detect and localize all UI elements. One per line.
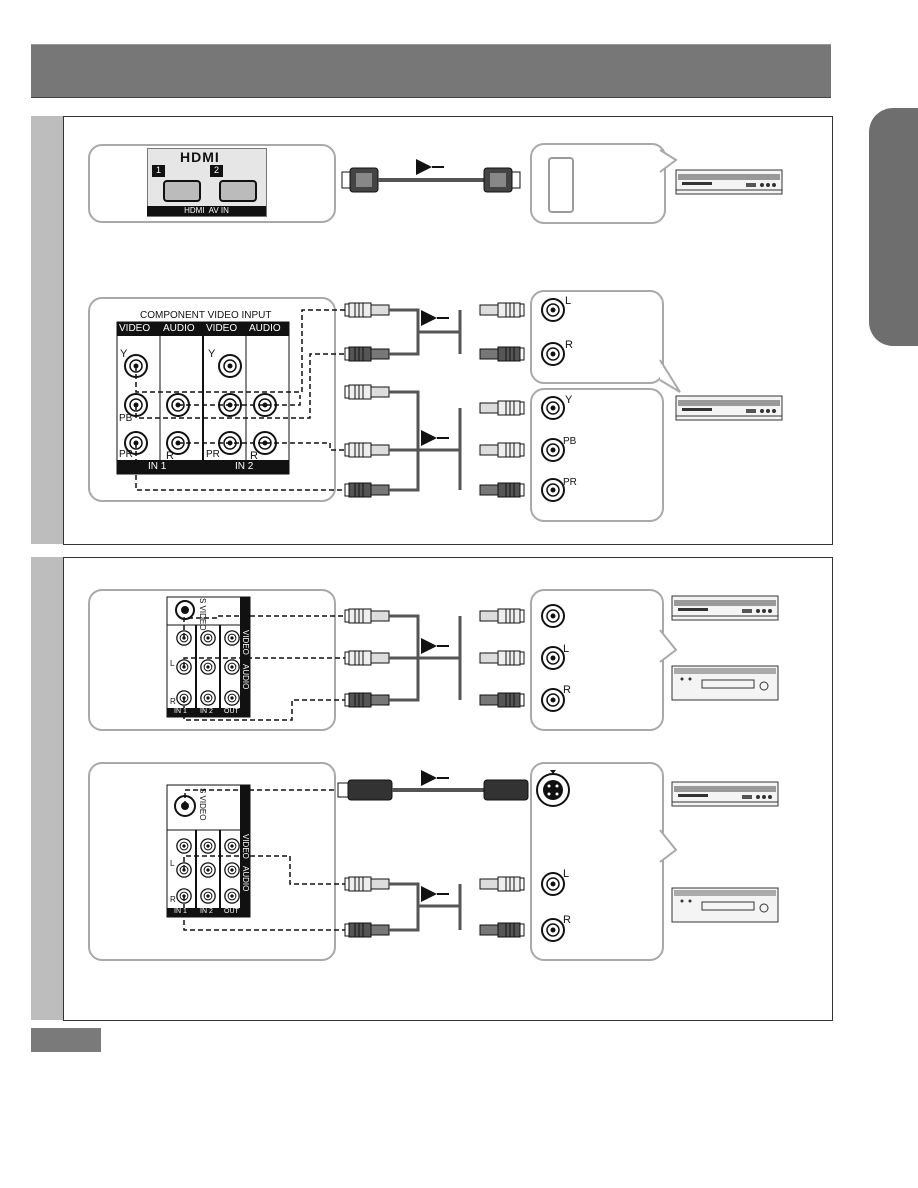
svideo-panel-label: S VIDEO — [198, 598, 207, 631]
hdmi-cable — [341, 167, 521, 193]
svideo-panel-label-2: S VIDEO — [198, 788, 207, 821]
av-out-label: OUT — [224, 708, 239, 715]
svideo-device-l-label: L — [563, 868, 570, 880]
vcr-icon — [671, 665, 779, 701]
hdmi-panel-label: HDMI AV IN — [147, 206, 266, 216]
hdmi-logo: HDMI — [180, 149, 220, 165]
video-panel-label: VIDEO — [241, 630, 250, 655]
device-pb-label: PB — [563, 436, 577, 447]
hdmi-port2 — [219, 180, 257, 202]
vcr-icon — [671, 887, 779, 923]
composite-device-l-label: L — [563, 643, 570, 655]
hdmi-port2-number: 2 — [210, 165, 223, 177]
component-in1-label: IN 1 — [148, 461, 167, 472]
component-pr2-label: PR — [206, 449, 220, 460]
section1-strip — [31, 116, 63, 544]
device-y-label: Y — [565, 394, 573, 406]
video-panel-label-2: VIDEO — [241, 834, 250, 859]
device-audio-l-label: L — [565, 295, 572, 307]
dvd-player-icon — [671, 595, 779, 621]
note-tab — [31, 1028, 101, 1052]
av-out-label-2: OUT — [224, 908, 239, 915]
component-heading: COMPONENT VIDEO INPUT — [140, 310, 272, 321]
component-r2-label: R — [250, 450, 258, 462]
av-in1-label-2: IN 1 — [174, 908, 187, 915]
component-col-audio2: AUDIO — [249, 323, 281, 334]
component-y2-label: Y — [208, 348, 216, 360]
component-col-audio1: AUDIO — [163, 323, 195, 334]
av-in2-label-2: IN 2 — [200, 908, 213, 915]
av-in2-label: IN 2 — [200, 708, 213, 715]
device-audio-r-label: R — [565, 339, 573, 351]
component-col-video2: VIDEO — [206, 323, 238, 334]
av-panel-composite — [166, 596, 251, 718]
av-in1-label: IN 1 — [174, 708, 187, 715]
hdmi-device-box — [530, 143, 666, 224]
component-col-video1: VIDEO — [119, 323, 151, 334]
dvd-player-icon — [675, 169, 783, 195]
composite-device-r-label: R — [563, 684, 571, 696]
audio-panel-label-2: AUDIO — [241, 866, 250, 892]
section2-strip — [31, 557, 63, 1020]
av-l-label: L — [170, 659, 175, 668]
av-r-label: R — [170, 697, 176, 706]
hdmi-port1 — [163, 180, 201, 202]
component-y1-label: Y — [120, 348, 128, 360]
side-tab — [869, 108, 918, 346]
component-pb1-label: PB — [119, 413, 133, 424]
dvd-player-icon — [671, 781, 779, 807]
hdmi-device-port — [548, 157, 574, 213]
title-bar — [31, 44, 831, 98]
dvd-player-icon — [675, 395, 783, 421]
audio-panel-label: AUDIO — [241, 664, 250, 690]
component-pr1-label: PR — [119, 449, 133, 460]
hdmi-port1-number: 1 — [152, 165, 165, 177]
component-r1-label: R — [166, 450, 174, 462]
component-in2-label: IN 2 — [235, 461, 254, 472]
device-pr-label: PR — [563, 477, 577, 488]
av-r-label-2: R — [170, 895, 176, 904]
av-panel-svideo — [166, 784, 251, 918]
av-l-label-2: L — [170, 859, 175, 868]
svideo-device-r-label: R — [563, 914, 571, 926]
